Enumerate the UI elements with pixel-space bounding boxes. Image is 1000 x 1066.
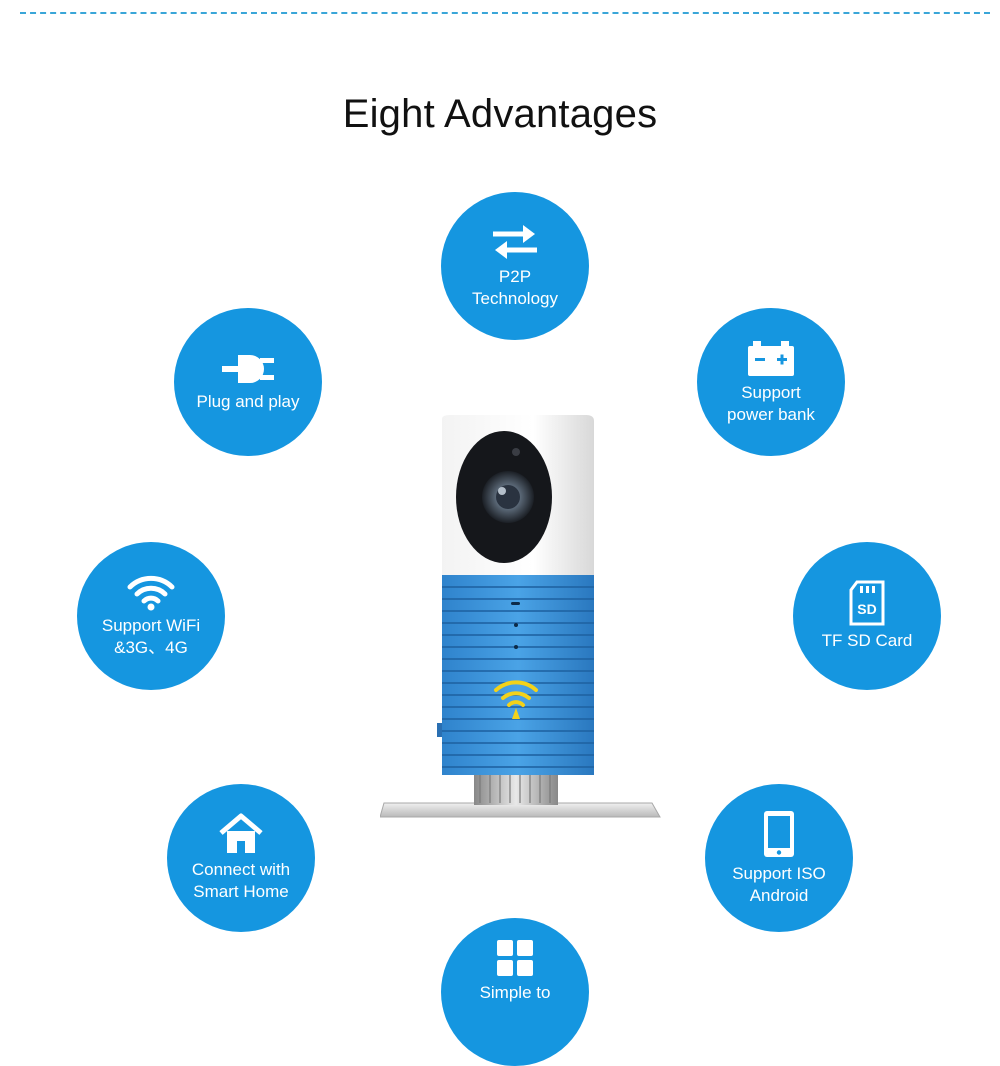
badge-label: Simple to <box>479 983 551 1002</box>
swap-arrows-icon <box>493 225 537 259</box>
plug-icon <box>222 355 274 383</box>
badge-label: TF SD Card <box>821 631 913 650</box>
badge-wifi: Support WiFi &3G、4G <box>77 542 225 690</box>
badge-simple-to: Simple to <box>441 918 589 1066</box>
badge-ios-android: Support ISO Android <box>705 784 853 932</box>
grid-apps-icon <box>497 940 533 976</box>
badge-label: Support ISO Android <box>732 864 826 905</box>
badge-label: Support WiFi &3G、4G <box>101 616 201 657</box>
page-title: Eight Advantages <box>342 92 658 136</box>
badge-label: Connect with Smart Home <box>191 860 291 901</box>
badge-label: Support power bank <box>727 383 815 424</box>
camera-product-image <box>380 415 661 818</box>
badge-power-bank: Support power bank <box>697 308 845 456</box>
home-icon <box>219 813 263 853</box>
wifi-icon <box>127 575 175 611</box>
badge-smart-home: Connect with Smart Home <box>167 784 315 932</box>
svg-text:SD: SD <box>857 601 876 617</box>
dashed-divider <box>20 12 990 14</box>
badge-sd-card: SD TF SD Card <box>793 542 941 690</box>
badge-label: P2P Technology <box>471 267 558 308</box>
smartphone-icon <box>764 811 794 857</box>
badge-plug-and-play: Plug and play <box>174 308 322 456</box>
battery-icon <box>748 341 794 376</box>
badge-p2p-technology: P2P Technology <box>441 192 589 340</box>
sd-card-icon: SD <box>849 580 885 626</box>
badge-label: Plug and play <box>196 392 300 411</box>
